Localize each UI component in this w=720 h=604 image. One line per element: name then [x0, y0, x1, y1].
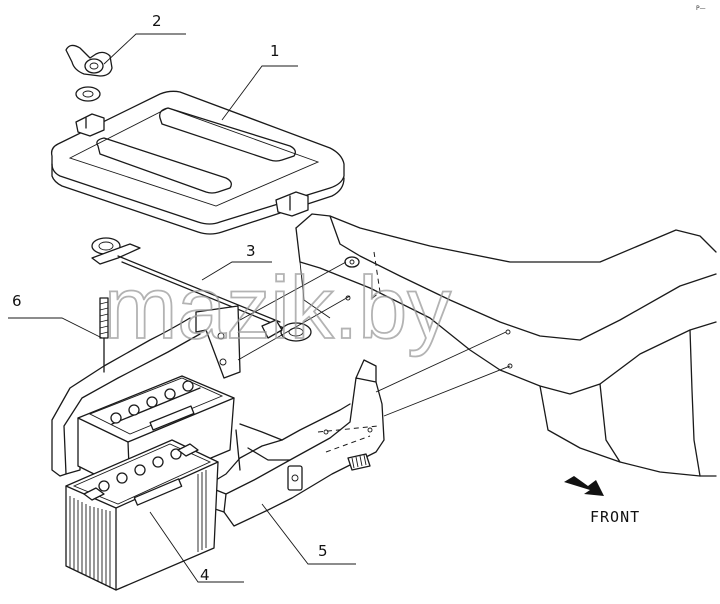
battery-rear-caps: [110, 380, 194, 424]
battery-cover: [50, 90, 345, 235]
callout-3: 3: [246, 242, 256, 260]
callout-2: 2: [152, 12, 162, 30]
callout-5: 5: [318, 542, 328, 560]
battery-hold-frame: [51, 305, 241, 477]
front-label: FRONT: [590, 508, 640, 526]
frame-rail: [295, 213, 717, 477]
battery-front-ribs: [69, 470, 207, 588]
front-arrow-icon: [564, 476, 604, 496]
battery-front: [65, 439, 219, 591]
callout-4: 4: [200, 566, 210, 584]
wing-nut: [65, 44, 113, 102]
battery-tray: [137, 359, 385, 527]
hold-down-rod: [91, 237, 312, 342]
callout-6: 6: [12, 292, 22, 310]
callout-leaders: [8, 33, 356, 583]
battery-front-caps: [98, 448, 182, 492]
watermark-text: mazik.by: [104, 258, 451, 357]
callout-1: 1: [270, 42, 280, 60]
corner-mark: P—: [696, 5, 706, 12]
mounting-lines: [237, 261, 513, 417]
